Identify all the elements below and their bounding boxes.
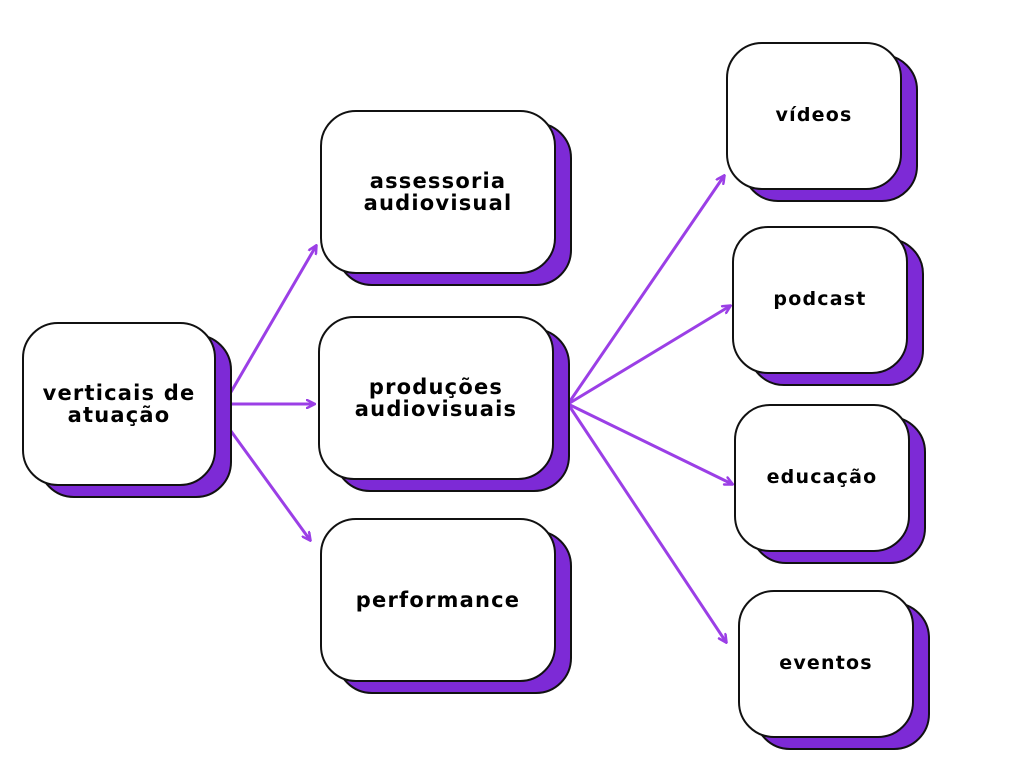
node-verticais-de-atuacao: verticais de atuação — [22, 322, 232, 498]
arrow-producoes-to-videos — [566, 176, 724, 406]
node-face: verticais de atuação — [22, 322, 216, 486]
node-face: eventos — [738, 590, 914, 738]
node-label: podcast — [773, 288, 867, 311]
node-label: verticais de atuação — [42, 380, 196, 427]
node-face: produções audiovisuais — [318, 316, 554, 480]
node-educacao: educação — [734, 404, 926, 564]
node-face: performance — [320, 518, 556, 682]
node-face: educação — [734, 404, 910, 552]
node-face: assessoria audiovisual — [320, 110, 556, 274]
node-producoes-audiovisuais: produções audiovisuais — [318, 316, 570, 492]
arrow-producoes-to-eventos — [566, 402, 726, 642]
node-assessoria-audiovisual: assessoria audiovisual — [320, 110, 572, 286]
node-face: vídeos — [726, 42, 902, 190]
node-videos: vídeos — [726, 42, 918, 202]
node-label: vídeos — [775, 104, 853, 127]
node-label: eventos — [779, 652, 873, 675]
node-face: podcast — [732, 226, 908, 374]
node-performance: performance — [320, 518, 572, 694]
node-podcast: podcast — [732, 226, 924, 386]
arrow-producoes-to-educacao — [566, 402, 732, 484]
node-label: assessoria audiovisual — [363, 168, 513, 215]
node-eventos: eventos — [738, 590, 930, 750]
node-label: performance — [355, 587, 521, 612]
arrow-root-to-assessoria — [222, 246, 316, 406]
node-label: produções audiovisuais — [354, 374, 518, 421]
arrow-producoes-to-podcast — [566, 306, 730, 406]
node-label: educação — [766, 466, 878, 489]
